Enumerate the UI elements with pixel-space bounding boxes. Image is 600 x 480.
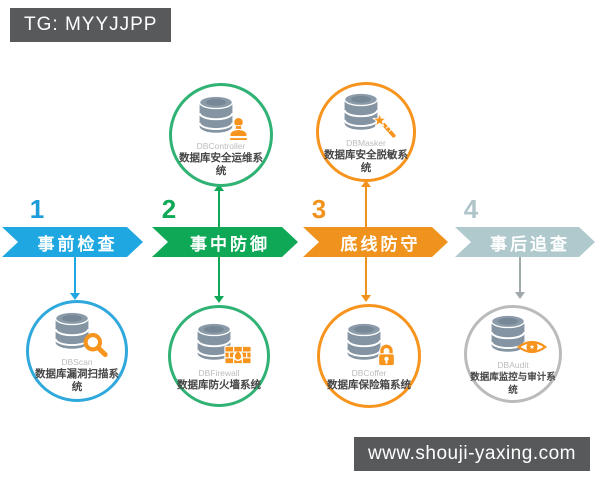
stage-arrow-3: 底线防守: [303, 227, 448, 257]
database-icon: [341, 320, 397, 367]
system-circle-dbscan: DBScan 数据库漏洞扫描系统: [26, 300, 128, 402]
stage-arrow-3-label: 底线防守: [340, 234, 421, 254]
system-name: DBScan: [61, 356, 93, 367]
system-name: DBMasker: [346, 137, 386, 148]
stage-arrow-1: 事前检查: [2, 227, 143, 257]
stage-arrow-2-label: 事中防御: [190, 234, 270, 254]
system-circle-dbfirewall: DBFirewall 数据库防火墙系统: [168, 305, 270, 407]
connector-line-dbmasker: [365, 186, 367, 227]
system-name: DBFirewall: [198, 368, 240, 378]
arrowhead-up-icon: [214, 184, 224, 191]
system-circle-dbcontroller: DBController 数据库安全运维系统: [169, 83, 273, 187]
stage-arrow-4-label: 事后追查: [490, 234, 570, 254]
arrowhead-up-icon: [361, 180, 371, 187]
stage-arrow-4: 事后追查: [455, 227, 595, 257]
tg-watermark-badge: TG: MYYJJPP: [10, 8, 172, 42]
database-icon: [338, 90, 396, 138]
website-watermark-badge: www.shouji-yaxing.com: [354, 437, 590, 471]
system-label: 数据库安全脱敏系统: [323, 148, 408, 174]
connector-line-dbaudit: [519, 257, 521, 293]
firewall-icon: [224, 345, 252, 365]
stage-arrow-2: 事中防御: [152, 227, 298, 257]
stage-number-2: 2: [161, 194, 177, 224]
system-circle-dbcoffer: DBCoffer 数据库保险箱系统: [317, 304, 421, 408]
system-name: DBController: [196, 140, 246, 151]
stage-number-3: 3: [311, 194, 327, 224]
lock-icon: [378, 343, 395, 367]
arrowhead-down-icon: [214, 296, 224, 303]
arrowhead-down-icon: [361, 295, 371, 302]
stamp-icon: [229, 116, 248, 141]
stage-arrow-1-label: 事前检查: [37, 234, 118, 254]
system-circle-dbaudit: DBAudit 数据库监控与审计系统: [464, 305, 562, 403]
database-icon: [191, 320, 252, 366]
system-label: 数据库安全运维系统: [178, 151, 263, 177]
stage-number-4: 4: [463, 194, 479, 224]
system-circle-dbmasker: DBMasker 数据库安全脱敏系统: [316, 82, 416, 182]
system-label: 数据库漏洞扫描系统: [35, 367, 119, 393]
database-icon: [49, 309, 108, 358]
system-name: DBCoffer: [351, 368, 387, 378]
connector-line-dbfirewall: [218, 257, 220, 297]
system-label: 数据库监控与审计系统: [470, 371, 556, 396]
magic-wand-icon: [371, 111, 396, 138]
connector-line-dbscan: [74, 257, 76, 294]
system-label: 数据库防火墙系统: [177, 379, 261, 391]
stage-number-1: 1: [29, 194, 45, 224]
connector-line-dbcontroller: [218, 190, 220, 227]
magnifier-icon: [83, 332, 108, 358]
connector-line-dbcoffer: [365, 257, 367, 296]
arrowhead-down-icon: [515, 292, 525, 299]
arrowhead-down-icon: [70, 293, 80, 300]
eye-icon: [517, 340, 547, 353]
system-label: 数据库保险箱系统: [326, 379, 411, 391]
system-name: DBAudit: [497, 359, 529, 370]
database-icon: [193, 93, 249, 141]
database-icon: [485, 312, 547, 358]
